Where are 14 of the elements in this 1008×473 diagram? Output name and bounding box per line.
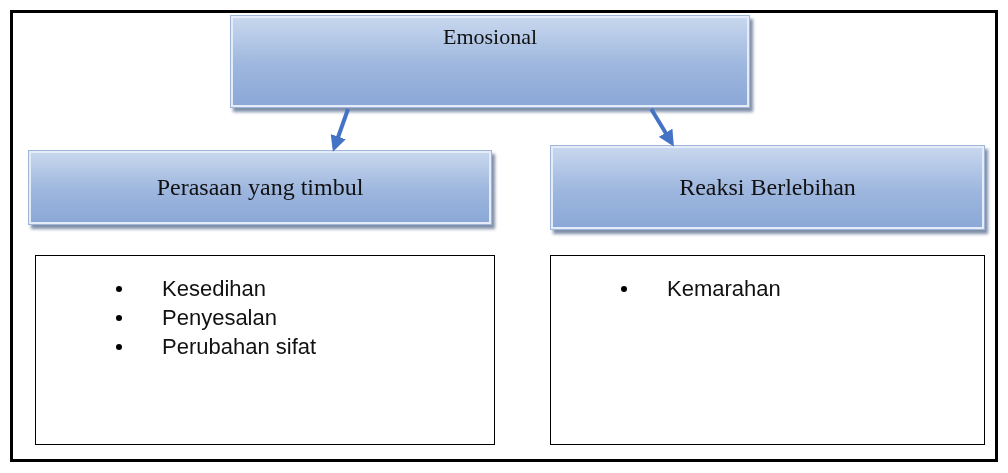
category-box [28,150,492,225]
category-box [230,15,750,108]
bullet-item: Perubahan sifat [116,332,494,361]
arrow [649,107,674,147]
list-box [550,255,985,445]
box-label: Reaksi Berlebihan [679,174,856,201]
bullet-item: Kesedihan [116,274,494,303]
bullet-item: Kemarahan [621,274,984,303]
bullet-item: Penyesalan [116,303,494,332]
list-box [35,255,495,445]
box-label: Perasaan yang timbul [156,174,364,201]
category-box [550,145,985,230]
box-label: Emosional [442,24,538,50]
arrow [330,108,350,152]
